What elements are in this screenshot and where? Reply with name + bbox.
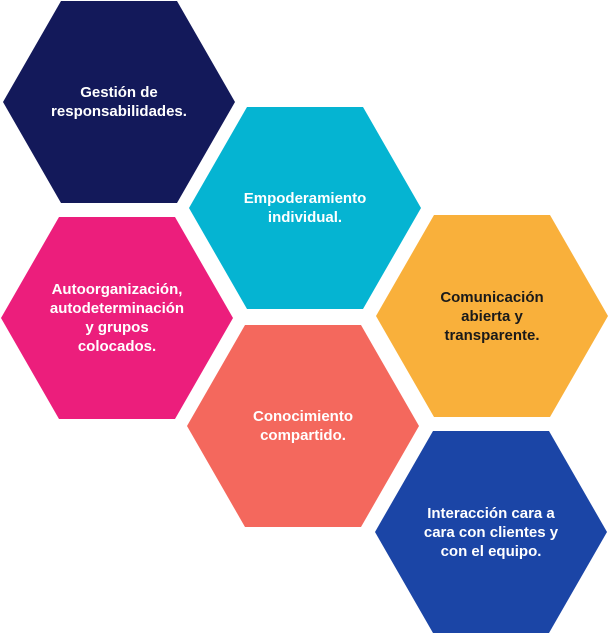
hexagon-shared-knowledge: [187, 325, 419, 527]
hexagon-label-self-organization: Autoorganización, autodeterminación y gr…: [49, 281, 185, 355]
hexagon-label-open-communication: Comunicación abierta y transparente.: [440, 288, 544, 344]
hexagon-label-responsibility-management: Gestión de responsabilidades.: [51, 84, 187, 120]
hexagon-label-shared-knowledge: Conocimiento compartido.: [253, 408, 353, 444]
hexagon-responsibility-management: [3, 1, 235, 203]
hexagon-label-individual-empowerment: Empoderamiento individual.: [243, 190, 367, 226]
hexagon-face-to-face-interaction: [375, 431, 607, 633]
hexagon-open-communication: [376, 215, 608, 417]
hexagon-self-organization: [1, 217, 233, 419]
hexagon-label-face-to-face-interaction: Interacción cara a cara con clientes y c…: [423, 504, 559, 560]
hexagon-individual-empowerment: [189, 107, 421, 309]
